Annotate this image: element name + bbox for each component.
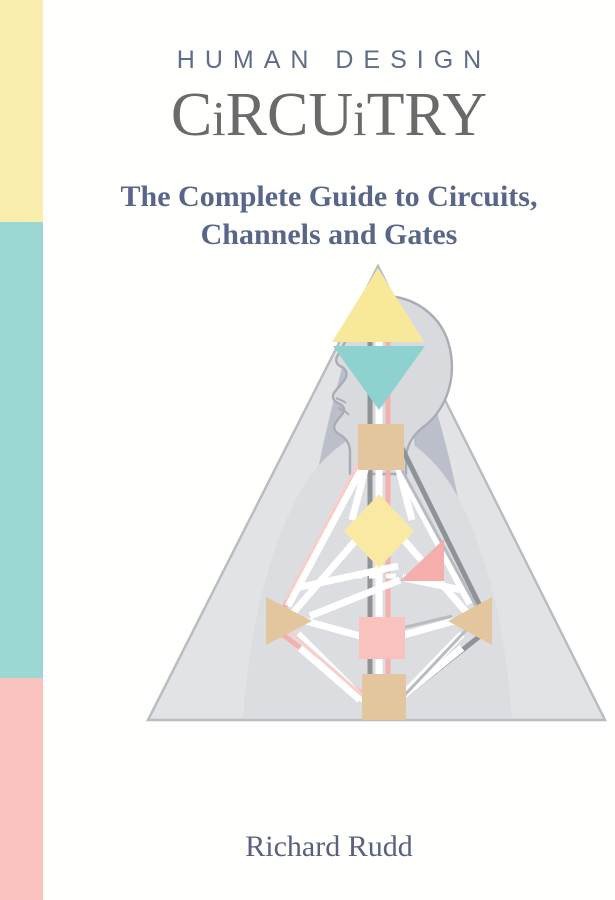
subtitle-line-1: The Complete Guide to Circuits, xyxy=(120,180,538,213)
subtitle-line-2: Channels and Gates xyxy=(200,218,458,252)
pyramid-shape xyxy=(145,263,608,722)
spine-band-yellow xyxy=(0,0,43,222)
head-torso xyxy=(243,440,512,718)
ajna-center-shape xyxy=(333,346,425,410)
head-profile xyxy=(331,294,454,476)
head-silhouette xyxy=(243,294,512,718)
throat-center-shape xyxy=(358,424,404,470)
subtitle: The Complete Guide to Circuits, Channels… xyxy=(43,178,615,255)
spine-color-strip xyxy=(0,0,43,900)
sacral-center-shape xyxy=(359,617,405,659)
spleen-center-shape xyxy=(266,597,312,645)
lip-line xyxy=(335,397,347,404)
channel-right-grey xyxy=(390,438,483,708)
channel-group xyxy=(279,318,483,708)
channel-web-grey xyxy=(398,469,478,702)
title-part-try: TRY xyxy=(366,81,488,149)
solar-plexus-center-shape xyxy=(448,597,492,645)
title-part-rcu: RCU xyxy=(225,81,354,149)
chin-line xyxy=(337,407,350,416)
kicker-text: HUMAN DESIGN xyxy=(176,46,492,74)
title-block: HUMAN DESIGN CiRCUiTRY The Complete Guid… xyxy=(43,0,615,255)
head-center-shape xyxy=(332,268,424,342)
head-hair-left xyxy=(303,330,358,574)
title-part-c: C xyxy=(170,81,213,149)
spine-band-pink xyxy=(0,678,43,900)
title-part-i2: i xyxy=(353,93,367,146)
g-center-shape xyxy=(344,494,414,568)
channel-web-pink xyxy=(284,451,373,706)
author-name: Richard Rudd xyxy=(245,830,413,863)
page-title: CiRCUiTRY xyxy=(43,84,615,146)
spine-band-teal xyxy=(0,222,43,678)
head-hair-right xyxy=(410,336,471,578)
will-center-shape xyxy=(400,539,444,581)
title-part-i1: i xyxy=(212,93,226,146)
centers-group xyxy=(266,268,492,720)
root-center-shape xyxy=(362,674,406,720)
channel-web-white xyxy=(284,462,474,703)
channel-left-pink xyxy=(279,438,380,708)
